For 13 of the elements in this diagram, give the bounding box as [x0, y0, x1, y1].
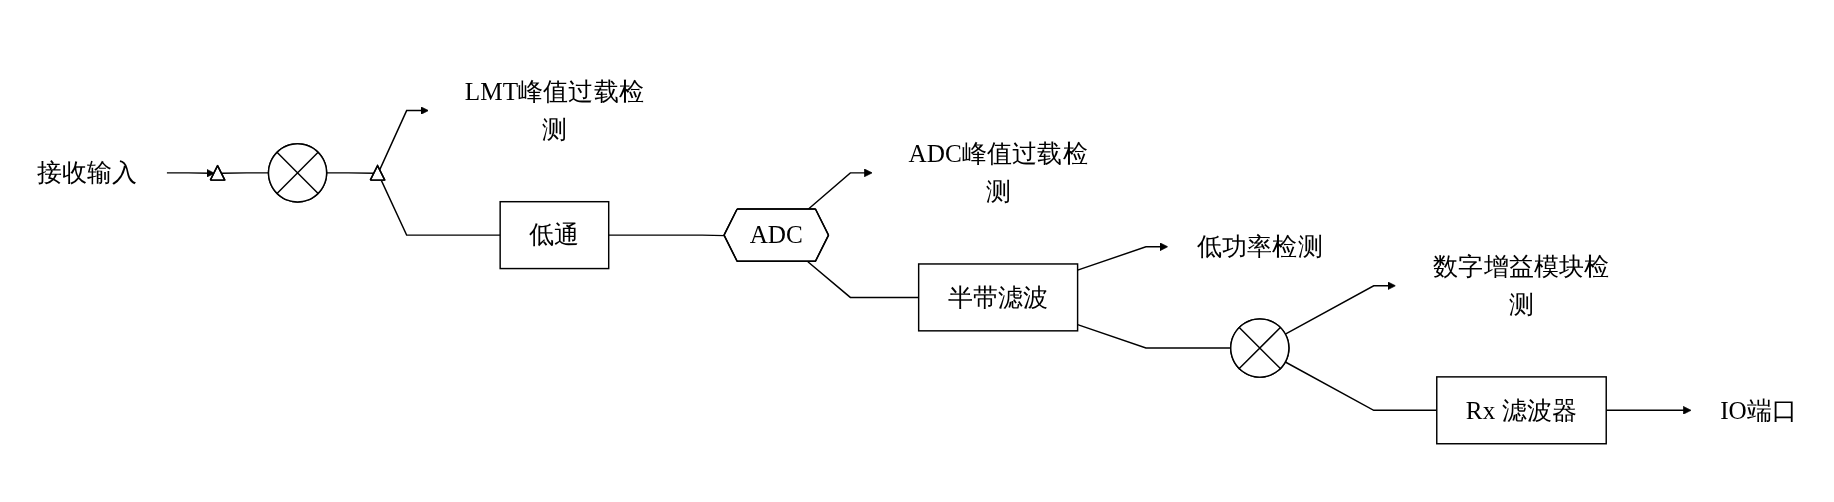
arrow	[379, 106, 429, 171]
node-text: 低功率检测	[1196, 232, 1323, 261]
node-box: 半带滤波	[917, 263, 1079, 332]
arrow	[165, 168, 215, 178]
node-text: 接收输入	[36, 158, 138, 187]
connector	[380, 179, 501, 236]
node-text: ADC峰值过载检测	[908, 139, 1088, 206]
node-box: 低通	[499, 200, 610, 270]
node-text: 数字增益模块检测	[1433, 252, 1610, 319]
node-text: IO端口	[1720, 396, 1798, 425]
node-box: Rx 滤波器	[1436, 376, 1607, 445]
arrow	[1284, 281, 1396, 335]
node-text: LMT峰值过载检测	[464, 77, 645, 144]
